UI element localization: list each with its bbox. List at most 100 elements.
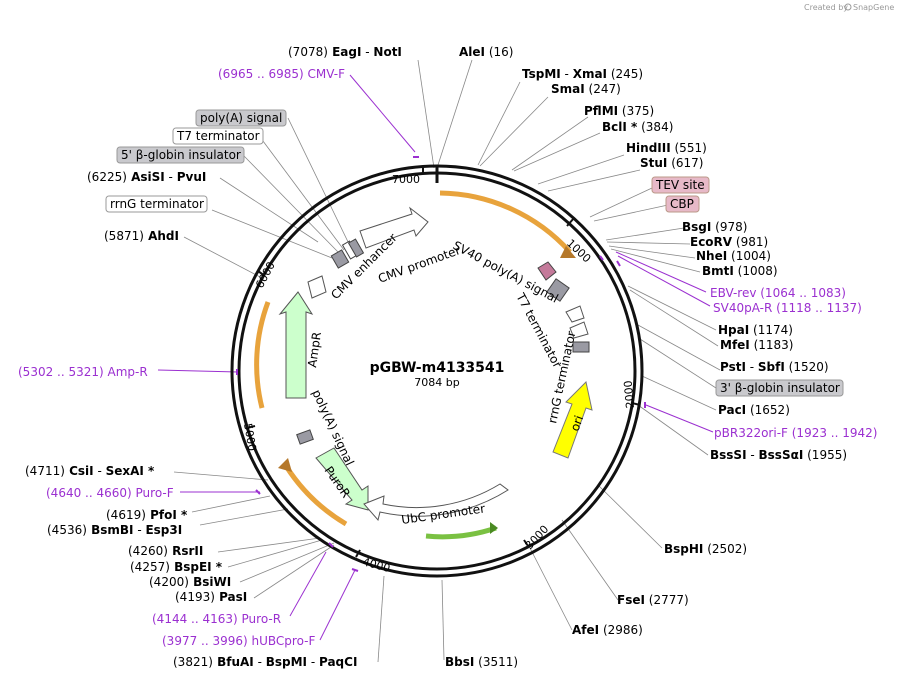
restriction-site-part: - [561,67,573,81]
restriction-site-part: PaqCI [319,655,357,669]
restriction-site-part: BspHI [664,542,703,556]
restriction-site-s17: BssSI - BssSαI (1955) [710,448,847,462]
restriction-site-s18: BspHI (2502) [664,542,747,556]
small-gray-feature-2 [347,238,365,258]
restriction-site-part: PstI [720,360,746,374]
primer-cmv-f: (6965 .. 6985) CMV-F [218,67,345,81]
restriction-site-s25: (4257) BspEI * [130,560,223,574]
restriction-site-s6: BclI * (384) [602,120,673,134]
restriction-site-part: BssSI [710,448,747,462]
primer-labels: (6965 .. 6985) CMV-F EBV-rev (1064 .. 10… [18,67,877,648]
restriction-site-part: (4536) [47,523,87,537]
tick-marks [246,166,641,558]
restriction-site-part: BssSαI [759,448,804,462]
restriction-site-s7: HindIII (551) [626,141,707,155]
gray-feature-polya [296,429,314,445]
tick-label-4000: 4000 [361,555,391,575]
small-gray-feature-1 [330,249,350,269]
restriction-site-part: (375) [618,104,654,118]
box-t7-terminator [172,127,264,145]
gray-feature-sv40 [546,278,570,302]
restriction-site-part: (1520) [785,360,829,374]
plasmid-name: pGBW-m4133541 [370,360,505,376]
primer-puro-r: (4144 .. 4163) Puro-R [152,612,281,626]
restriction-site-s4: SmaI (247) [551,82,621,96]
restriction-site-part: (1004) [727,249,771,263]
restriction-site-part: - [254,655,266,669]
primer-sv40pa-r: SV40pA-R (1118 .. 1137) [713,301,862,315]
restriction-site-part: BsmBI [87,523,134,537]
restriction-site-part: (16) [485,45,513,59]
restriction-site-s5: PflMI (375) [584,104,654,118]
restriction-site-s16: PacI (1652) [718,403,790,417]
restriction-site-part: (981) [732,235,768,249]
restriction-site-part: (2986) [599,623,643,637]
restriction-site-part: - [94,464,106,478]
restriction-site-part: - [134,523,146,537]
restriction-site-part: (247) [585,82,621,96]
box-5-globin-insulator [116,146,245,164]
restriction-site-part: AsiSI [127,170,165,184]
restriction-site-part: (3821) [173,655,213,669]
restriction-site-part: PasI [215,590,247,604]
restriction-site-s28: (4619) PfoI * [106,508,188,522]
restriction-site-part: (4711) [25,464,65,478]
green-arc [425,525,497,540]
box-5-globin-insulator-text: 5' β-globin insulator [121,148,241,162]
restriction-site-s12: BmtI (1008) [702,264,778,278]
plasmid-length: 7084 bp [414,376,459,389]
restriction-site-part: (3511) [474,655,518,669]
restriction-site-s10: EcoRV (981) [690,235,768,249]
restriction-site-part: (1652) [746,403,790,417]
gray-feature-insulator [572,341,590,353]
restriction-site-s30: (5871) AhdI [104,229,179,243]
restriction-site-part: BclI * [602,120,638,134]
restriction-site-s31: (6225) AsiSI - PvuI [87,170,206,184]
restriction-site-part: Esp3I [145,523,182,537]
restriction-site-part: (1008) [734,264,778,278]
box-3-globin-insulator [715,379,844,397]
restriction-site-s24: (4200) BsiWI [149,575,231,589]
restriction-site-s20: AfeI (2986) [572,623,643,637]
restriction-site-part: BspMI [266,655,307,669]
snapgene-logo-icon [844,3,852,11]
restriction-site-part: (5871) [104,229,144,243]
restriction-site-part: (978) [711,220,747,234]
credit-brand: SnapGene [853,3,894,12]
restriction-site-part: AfeI [572,623,599,637]
credit-prefix: Created by [804,3,848,12]
restriction-site-part: (4619) [106,508,146,522]
primer-ticks [236,156,646,572]
box-cbp [665,195,700,213]
restriction-site-s13: HpaI (1174) [718,323,793,337]
leader-lines [173,59,721,663]
restriction-site-part: NheI [696,249,727,263]
restriction-site-part: (1174) [749,323,793,337]
restriction-site-s29: (4711) CsiI - SexAI * [25,464,155,478]
restriction-site-s11: NheI (1004) [696,249,771,263]
restriction-site-part: FseI [617,593,645,607]
box-cbp-text: CBP [670,197,694,211]
restriction-site-part: PacI [718,403,746,417]
restriction-site-part: TspMI [522,67,561,81]
restriction-site-part: (2777) [645,593,689,607]
restriction-site-part: MfeI [720,338,750,352]
pink-feature-marker [537,261,557,281]
restriction-site-part: BmtI [702,264,734,278]
restriction-site-part: CsiI [65,464,94,478]
restriction-site-part: SbfI [758,360,785,374]
cmv-promoter-arrow [307,275,327,299]
primer-amp-r: (5302 .. 5321) Amp-R [18,365,148,379]
restriction-site-s19: FseI (2777) [617,593,689,607]
tick-label-7000: 7000 [392,173,420,186]
restriction-site-part: (617) [667,156,703,170]
box-rrng-terminator-text: rrnG terminator [110,197,204,211]
restriction-site-part: StuI [640,156,667,170]
restriction-site-part: NotI [373,45,402,59]
ori-arrow [552,380,593,459]
restriction-site-part: AhdI [144,229,179,243]
restriction-site-part: PflMI [584,104,618,118]
restriction-site-part: EcoRV [690,235,733,249]
